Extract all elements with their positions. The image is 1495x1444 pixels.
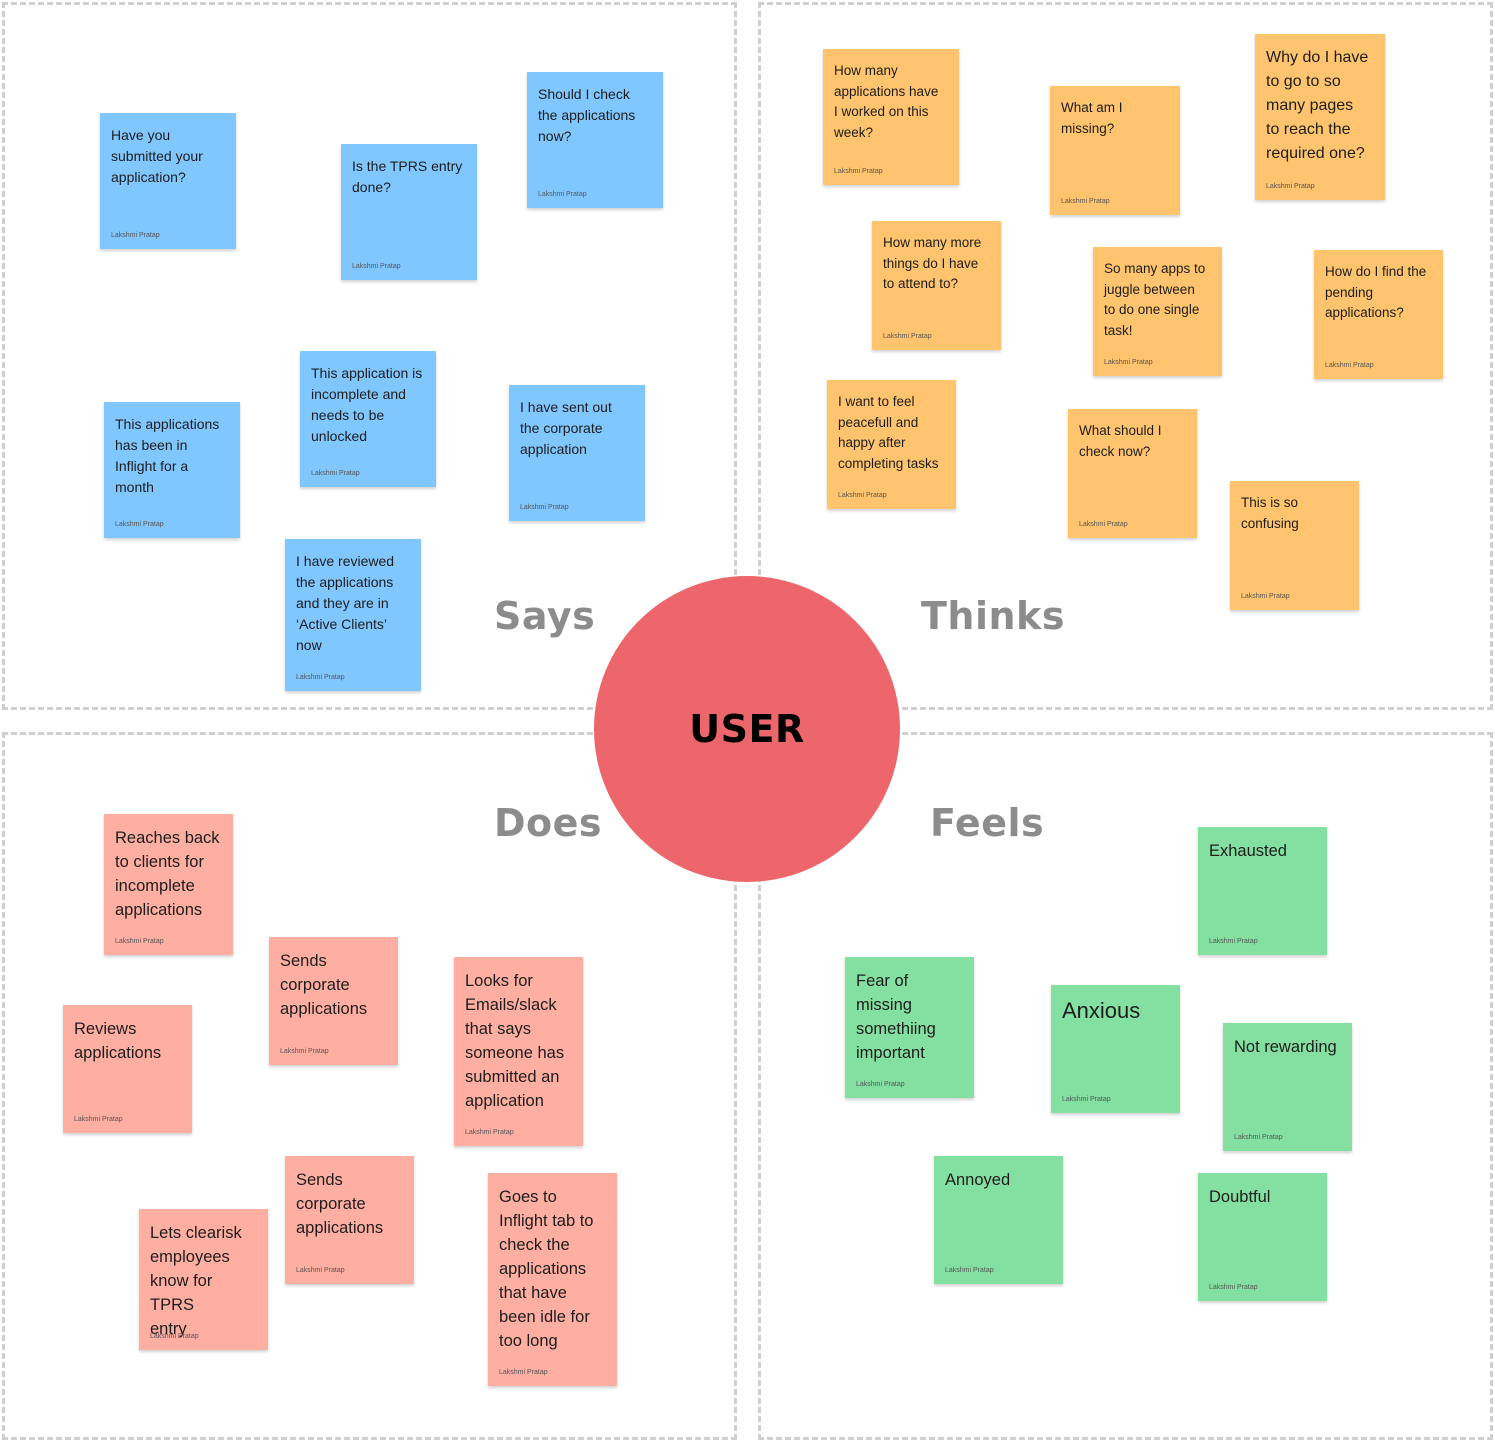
note-text: Fear of missing somethiing important xyxy=(856,972,936,1062)
note-text: So many apps to juggle between to do one… xyxy=(1104,261,1206,338)
note-author: Lakshmi Pratap xyxy=(1266,183,1315,190)
note-text: This applications has been in Inflight f… xyxy=(115,416,220,495)
sticky-note[interactable]: Reviews applications Lakshmi Pratap xyxy=(63,1005,192,1133)
note-text: Goes to Inflight tab to check the applic… xyxy=(499,1188,594,1350)
note-author: Lakshmi Pratap xyxy=(499,1369,548,1376)
note-author: Lakshmi Pratap xyxy=(1325,362,1374,369)
note-author: Lakshmi Pratap xyxy=(296,674,345,681)
note-author: Lakshmi Pratap xyxy=(883,333,932,340)
thinks-label: Thinks xyxy=(921,594,1065,638)
note-author: Lakshmi Pratap xyxy=(538,191,587,198)
note-text: Not rewarding xyxy=(1234,1038,1337,1056)
sticky-note[interactable]: What should I check now? Lakshmi Pratap xyxy=(1068,409,1197,538)
note-text: Annoyed xyxy=(945,1171,1011,1189)
note-author: Lakshmi Pratap xyxy=(1104,359,1153,366)
note-text: Sends corporate applications xyxy=(296,1171,384,1237)
note-author: Lakshmi Pratap xyxy=(465,1129,514,1136)
note-text: Anxious xyxy=(1062,998,1141,1023)
sticky-note[interactable]: This is so confusing Lakshmi Pratap xyxy=(1230,481,1359,610)
sticky-note[interactable]: How many applications have I worked on t… xyxy=(823,49,959,185)
note-author: Lakshmi Pratap xyxy=(1234,1134,1283,1141)
sticky-note[interactable]: I want to feel peacefull and happy after… xyxy=(827,380,956,509)
note-author: Lakshmi Pratap xyxy=(1241,593,1290,600)
sticky-note[interactable]: Why do I have to go to so many pages to … xyxy=(1255,34,1385,200)
note-author: Lakshmi Pratap xyxy=(520,504,569,511)
sticky-note[interactable]: Looks for Emails/slack that says someone… xyxy=(454,957,583,1146)
note-author: Lakshmi Pratap xyxy=(1209,1284,1258,1291)
note-text: Should I check the applications now? xyxy=(538,86,636,144)
user-circle: USER xyxy=(594,576,900,882)
sticky-note[interactable]: This applications has been in Inflight f… xyxy=(104,402,240,538)
sticky-note[interactable]: What am I missing? Lakshmi Pratap xyxy=(1050,86,1180,215)
says-quadrant xyxy=(2,2,737,710)
note-text: Why do I have to go to so many pages to … xyxy=(1266,49,1369,162)
note-author: Lakshmi Pratap xyxy=(74,1116,123,1123)
sticky-note[interactable]: How many more things do I have to attend… xyxy=(872,221,1001,350)
note-author: Lakshmi Pratap xyxy=(111,232,160,239)
feels-label: Feels xyxy=(930,801,1045,845)
sticky-note[interactable]: Reaches back to clients for incomplete a… xyxy=(104,814,233,955)
note-text: I have sent out the corporate applicatio… xyxy=(520,399,612,457)
note-author: Lakshmi Pratap xyxy=(1062,1096,1111,1103)
note-text: This application is incomplete and needs… xyxy=(311,365,423,444)
note-author: Lakshmi Pratap xyxy=(1079,521,1128,528)
user-label: USER xyxy=(689,707,805,751)
note-text: Looks for Emails/slack that says someone… xyxy=(465,972,565,1110)
note-text: Have you submitted your application? xyxy=(111,127,203,185)
note-text: Exhausted xyxy=(1209,842,1287,860)
note-author: Lakshmi Pratap xyxy=(115,521,164,528)
sticky-note[interactable]: Exhausted Lakshmi Pratap xyxy=(1198,827,1327,955)
sticky-note[interactable]: Sends corporate applications Lakshmi Pra… xyxy=(269,937,398,1065)
note-text: Doubtful xyxy=(1209,1188,1271,1206)
note-author: Lakshmi Pratap xyxy=(150,1333,199,1340)
note-author: Lakshmi Pratap xyxy=(296,1267,345,1274)
note-author: Lakshmi Pratap xyxy=(1061,198,1110,205)
sticky-note[interactable]: Doubtful Lakshmi Pratap xyxy=(1198,1173,1327,1301)
sticky-note[interactable]: Sends corporate applications Lakshmi Pra… xyxy=(285,1156,414,1284)
note-author: Lakshmi Pratap xyxy=(352,263,401,270)
note-text: What am I missing? xyxy=(1061,100,1123,136)
says-label: Says xyxy=(494,594,596,638)
note-text: How many applications have I worked on t… xyxy=(834,63,939,140)
note-text: Lets clearisk employees know for TPRS en… xyxy=(150,1224,242,1338)
sticky-note[interactable]: This application is incomplete and needs… xyxy=(300,351,436,487)
note-author: Lakshmi Pratap xyxy=(834,168,883,175)
sticky-note[interactable]: How do I find the pending applications? … xyxy=(1314,250,1443,379)
note-author: Lakshmi Pratap xyxy=(280,1048,329,1055)
sticky-note[interactable]: Have you submitted your application? Lak… xyxy=(100,113,236,249)
note-author: Lakshmi Pratap xyxy=(1209,938,1258,945)
note-author: Lakshmi Pratap xyxy=(945,1267,994,1274)
sticky-note[interactable]: Fear of missing somethiing important Lak… xyxy=(845,957,974,1098)
note-text: I have reviewed the applications and the… xyxy=(296,553,395,653)
note-text: Reaches back to clients for incomplete a… xyxy=(115,829,220,919)
note-text: Reviews applications xyxy=(74,1020,162,1062)
sticky-note[interactable]: I have reviewed the applications and the… xyxy=(285,539,421,691)
note-author: Lakshmi Pratap xyxy=(856,1081,905,1088)
sticky-note[interactable]: Anxious Lakshmi Pratap xyxy=(1051,985,1180,1113)
note-author: Lakshmi Pratap xyxy=(311,470,360,477)
does-label: Does xyxy=(494,801,603,845)
sticky-note[interactable]: Goes to Inflight tab to check the applic… xyxy=(488,1173,617,1386)
note-author: Lakshmi Pratap xyxy=(115,938,164,945)
does-quadrant xyxy=(2,732,737,1440)
note-text: Sends corporate applications xyxy=(280,952,368,1018)
sticky-note[interactable]: Is the TPRS entry done? Lakshmi Pratap xyxy=(341,144,477,280)
note-text: How do I find the pending applications? xyxy=(1325,264,1427,320)
note-text: How many more things do I have to attend… xyxy=(883,235,982,291)
sticky-note[interactable]: Not rewarding Lakshmi Pratap xyxy=(1223,1023,1352,1151)
sticky-note[interactable]: So many apps to juggle between to do one… xyxy=(1093,247,1222,376)
note-text: What should I check now? xyxy=(1079,423,1162,459)
sticky-note[interactable]: Annoyed Lakshmi Pratap xyxy=(934,1156,1063,1284)
sticky-note[interactable]: I have sent out the corporate applicatio… xyxy=(509,385,645,521)
note-text: Is the TPRS entry done? xyxy=(352,158,463,195)
feels-quadrant xyxy=(758,732,1493,1440)
note-text: I want to feel peacefull and happy after… xyxy=(838,394,939,471)
thinks-quadrant xyxy=(758,2,1493,710)
note-text: This is so confusing xyxy=(1241,495,1299,531)
sticky-note[interactable]: Should I check the applications now? Lak… xyxy=(527,72,663,208)
note-author: Lakshmi Pratap xyxy=(838,492,887,499)
sticky-note[interactable]: Lets clearisk employees know for TPRS en… xyxy=(139,1209,268,1350)
